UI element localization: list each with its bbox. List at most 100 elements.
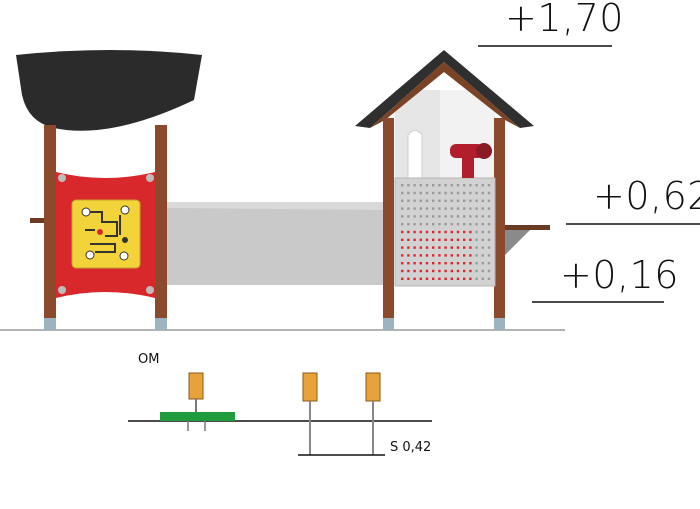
perforation-hole [475,223,478,226]
perforation-hole [450,184,453,187]
perforation-hole [487,238,491,241]
perforation-hole [475,199,478,202]
perforation-hole [407,238,410,241]
perforation-hole [438,223,441,226]
perforation-hole [432,184,435,187]
perforation-hole [438,246,441,249]
perforation-hole [401,238,404,241]
perforation-hole [407,277,410,280]
perforation-hole [425,254,429,257]
left-post-front [44,125,56,320]
perforation-hole [481,199,484,202]
perforation-hole [456,246,460,249]
perforation-hole [413,215,416,218]
perforation-hole [444,184,447,187]
perforation-hole [407,191,410,195]
perforation-hole [444,246,447,249]
foundation-label-depth: S 0,42 [390,440,432,455]
perforation-hole [407,215,410,218]
perforation-hole [438,199,441,202]
perforation-hole [475,230,478,234]
right-deck-edge [505,225,550,230]
perforation-hole [432,238,435,241]
perforation-hole [450,262,453,265]
perforation-hole [450,215,453,218]
perforation-hole [401,230,404,234]
perforation-hole [425,223,429,226]
perforation-hole [450,199,453,202]
perforation-hole [469,230,472,234]
perforation-hole [487,277,491,280]
perforation-hole [432,223,435,226]
perforation-hole [419,262,422,265]
perforation-hole [401,191,404,195]
perforation-hole [463,269,466,273]
perforation-hole [475,254,478,257]
perforation-holes [401,184,491,280]
perforation-hole [481,223,484,226]
perforation-hole [450,238,453,241]
perforation-hole [481,238,484,241]
perforation-hole [487,199,491,202]
perforation-hole [463,277,466,280]
perforation-hole [419,277,422,280]
perforation-hole [481,277,484,280]
perforation-hole [487,184,491,187]
perforation-hole [469,254,472,257]
perforation-hole [419,207,422,210]
perforation-hole [456,277,460,280]
level-low-label: +0,16 [560,253,679,297]
perforation-hole [469,262,472,265]
perforation-hole [469,246,472,249]
perforation-hole [407,199,410,202]
perforation-hole [481,262,484,265]
perforation-hole [463,184,466,187]
bridge-wall [167,202,385,285]
perforation-hole [481,246,484,249]
left-deck-edge [30,218,50,223]
perforation-hole [413,199,416,202]
perforation-hole [413,184,416,187]
perforation-hole [481,184,484,187]
perforation-hole [456,199,460,202]
play-panel-icon [71,199,141,269]
left-post-foot-1 [44,318,56,330]
telescope-icon [450,143,492,178]
perforation-hole [444,223,447,226]
perforation-hole [487,215,491,218]
perforation-hole [401,246,404,249]
perforation-hole [450,277,453,280]
perforation-hole [413,269,416,273]
perforation-hole [456,262,460,265]
perforation-hole [407,246,410,249]
perforation-hole [438,238,441,241]
perforation-hole [413,262,416,265]
perforation-hole [407,254,410,257]
perforation-hole [413,277,416,280]
footing-post-right [365,372,381,402]
perforation-hole [413,191,416,195]
perforation-hole [419,215,422,218]
perforation-hole [469,184,472,187]
house-post-right [494,118,505,320]
level-top-label: +1,70 [505,0,624,40]
perforation-hole [463,223,466,226]
perforation-hole [401,199,404,202]
perforation-hole [487,262,491,265]
perforation-hole [444,215,447,218]
perforation-hole [425,230,429,234]
ground-anchor-plate [160,412,235,421]
perforation-hole [432,277,435,280]
house-roof [355,50,534,128]
perforation-hole [425,199,429,202]
perforation-hole [456,269,460,273]
perforation-hole [444,191,447,195]
perforation-hole [432,254,435,257]
perforation-hole [425,246,429,249]
perforation-hole [456,215,460,218]
perforation-hole [456,191,460,195]
left-post-back [155,125,167,320]
perforation-hole [425,238,429,241]
perforation-hole [444,230,447,234]
